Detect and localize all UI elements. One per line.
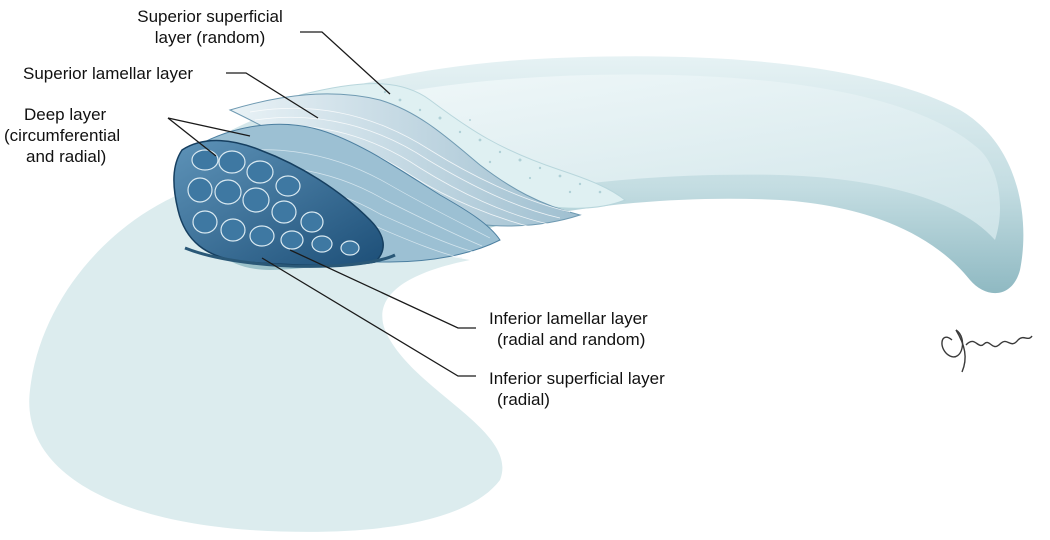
label-deep-line3: and radial) xyxy=(26,147,107,166)
label-inferior-lamellar-line2: (radial and random) xyxy=(497,330,646,349)
label-deep-line1: Deep layer xyxy=(24,105,107,124)
label-deep-line2: (circumferential xyxy=(4,126,121,145)
inferior-superficial-edge xyxy=(184,246,396,268)
leader-inferior-superficial xyxy=(261,257,476,377)
speckle-texture xyxy=(383,90,602,194)
leader-lines xyxy=(167,31,476,377)
label-superior-lamellar: Superior lamellar layer xyxy=(23,63,193,84)
leader-inferior-lamellar xyxy=(289,249,476,329)
leader-deep-1 xyxy=(167,117,217,157)
label-superior-lamellar-line1: Superior lamellar layer xyxy=(23,64,194,83)
leader-superior-lamellar xyxy=(226,72,319,119)
label-superior-superficial-line1: Superior superficial xyxy=(137,7,283,26)
label-inferior-lamellar: Inferior lamellar layer (radial and rand… xyxy=(489,308,648,350)
label-superior-superficial: Superior superficial layer (random) xyxy=(120,6,300,48)
label-deep-layer: Deep layer (circumferential and radial) xyxy=(4,104,120,167)
leader-superior-superficial xyxy=(300,31,391,95)
label-inferior-superficial-line1: Inferior superficial layer xyxy=(489,369,665,388)
artist-signature xyxy=(941,329,1033,373)
fiber-strokes xyxy=(249,107,571,229)
label-inferior-superficial: Inferior superficial layer (radial) xyxy=(489,368,665,410)
meniscus-shadow xyxy=(29,190,503,532)
leader-deep-2 xyxy=(167,117,251,137)
cross-section-cells xyxy=(187,149,360,256)
label-inferior-superficial-line2: (radial) xyxy=(497,390,550,409)
label-inferior-lamellar-line1: Inferior lamellar layer xyxy=(489,309,648,328)
label-superior-superficial-line2: layer (random) xyxy=(154,28,266,47)
